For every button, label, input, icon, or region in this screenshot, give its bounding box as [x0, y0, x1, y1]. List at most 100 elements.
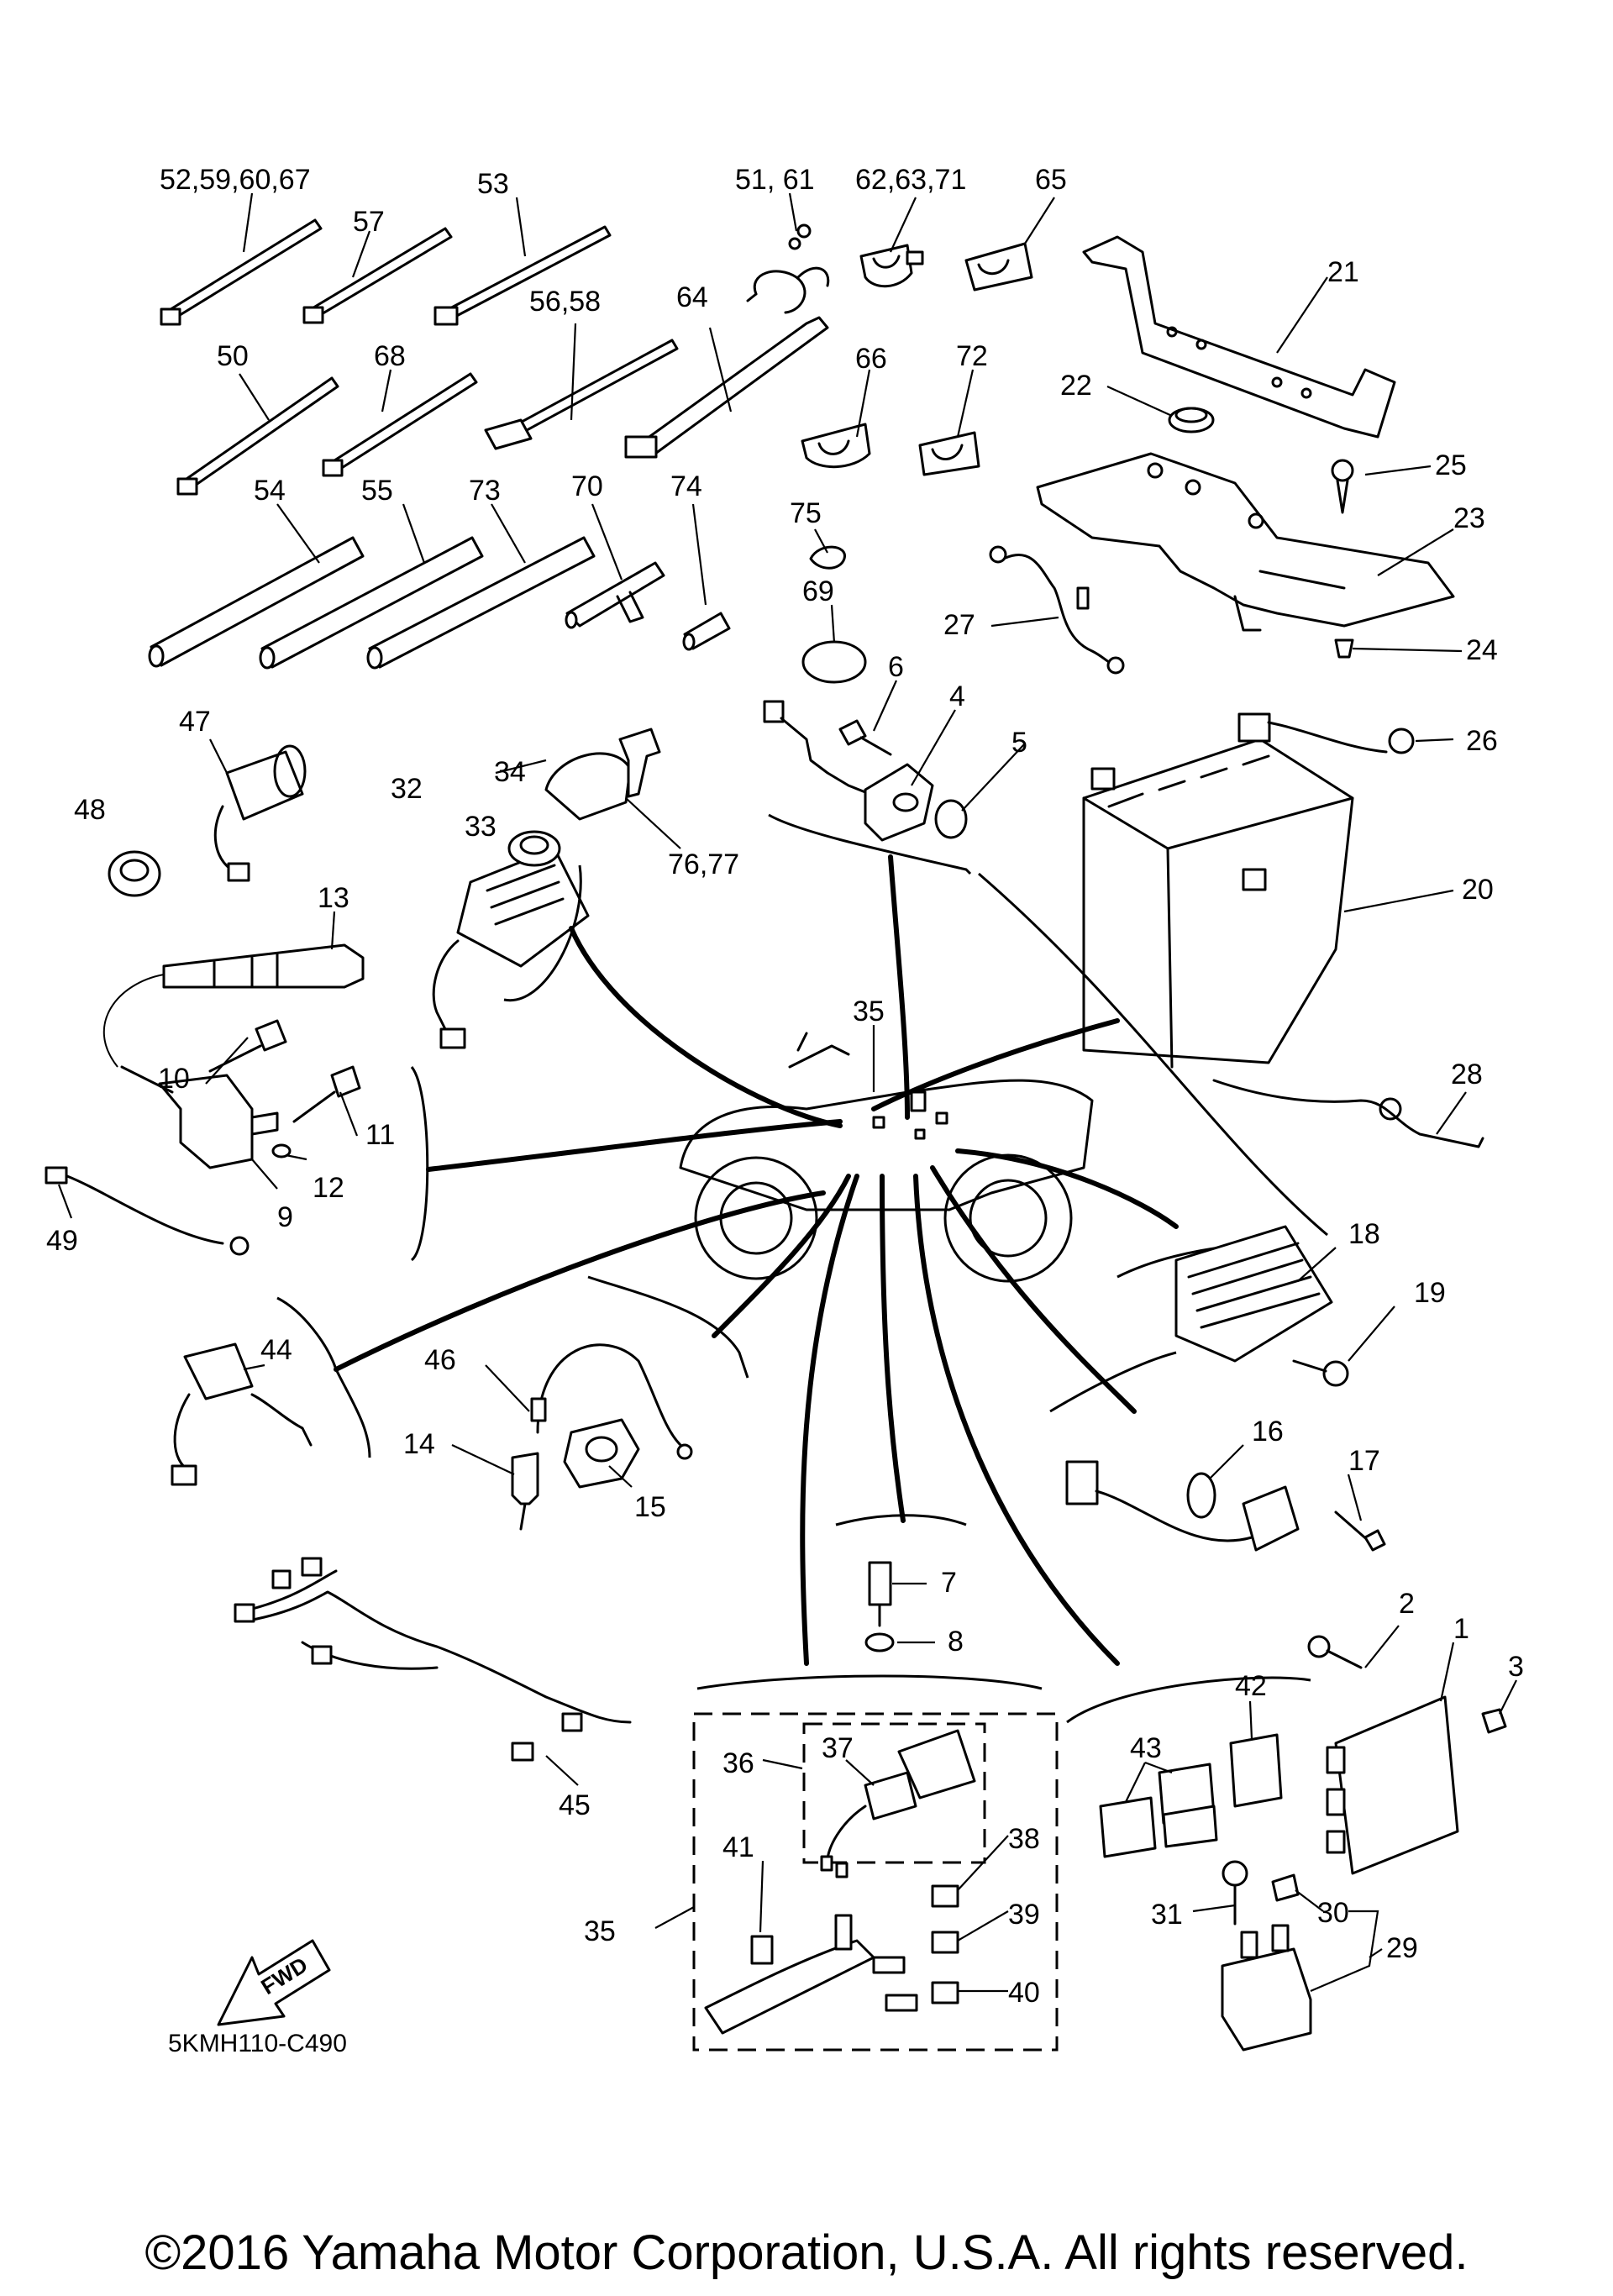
callout-7: 7: [941, 1567, 957, 1599]
bolt-19: [1292, 1359, 1349, 1387]
joint-74: [682, 612, 731, 651]
callout-33: 33: [465, 811, 497, 843]
sensor-15: [563, 1418, 640, 1489]
joint-70: [565, 561, 665, 629]
nut-33: [507, 830, 561, 867]
lead-wire-27: [989, 545, 1125, 675]
callout-70: 70: [571, 470, 603, 502]
callout-28: 28: [1451, 1059, 1483, 1090]
lead-46: [530, 1343, 693, 1460]
callout-38: 38: [1008, 1823, 1040, 1855]
callout-65: 65: [1035, 164, 1067, 196]
gasket-8: [864, 1632, 895, 1652]
callout-27: 27: [943, 609, 975, 641]
key-76-77: [618, 728, 661, 798]
callout-35-top: 35: [853, 996, 885, 1027]
ignition-coil-9: [120, 1065, 279, 1169]
fuse-box-assembly-35: [692, 1712, 1059, 2052]
callout-21: 21: [1327, 256, 1359, 288]
callout-13: 13: [318, 882, 349, 914]
clip-51-61: [746, 223, 830, 314]
callout-14: 14: [403, 1428, 435, 1460]
fuse-30: [1271, 1873, 1300, 1902]
callout-66: 66: [855, 343, 887, 375]
callout-32: 32: [391, 773, 423, 805]
callout-55: 55: [361, 475, 393, 507]
callout-50: 50: [217, 340, 249, 372]
cable-tie-50: [176, 376, 339, 496]
callout-39: 39: [1008, 1899, 1040, 1931]
copyright-notice: ©2016 Yamaha Motor Corporation, U.S.A. A…: [144, 2225, 1469, 2280]
callout-12: 12: [313, 1172, 344, 1204]
diagram-code: 5KMH110-C490: [168, 2030, 347, 2057]
cap-48: [108, 850, 161, 897]
clamp-66: [801, 423, 871, 469]
clamp-72: [918, 431, 980, 476]
switch-44: [171, 1342, 313, 1486]
bolt-31: [1222, 1860, 1248, 1926]
callout-54: 54: [254, 475, 286, 507]
bolt-10: [208, 1019, 287, 1073]
lead-wire-28: [1212, 1079, 1484, 1148]
callout-10: 10: [158, 1063, 190, 1095]
callout-17: 17: [1348, 1445, 1380, 1477]
o-ring-5: [934, 799, 968, 839]
battery-20: [1082, 738, 1354, 1069]
battery-cover-23: [1036, 452, 1455, 632]
washer-12: [271, 1143, 292, 1159]
screw-25: [1331, 459, 1354, 514]
clamp-62-63-71: [859, 244, 924, 288]
callout-56-58: 56,58: [529, 286, 601, 318]
plug-cap-13: [102, 943, 365, 1068]
callout-48: 48: [74, 794, 106, 826]
callout-53: 53: [477, 168, 509, 200]
callout-29: 29: [1386, 1932, 1418, 1964]
callout-76-77: 76,77: [668, 849, 739, 880]
callout-34: 34: [494, 756, 526, 788]
tube-73: [366, 536, 596, 670]
o-ring-16: [1186, 1472, 1216, 1519]
leader-lines: [57, 192, 1517, 1993]
callout-72: 72: [956, 340, 988, 372]
callout-35-bottom: 35: [584, 1915, 616, 1947]
callout-3: 3: [1508, 1651, 1524, 1683]
callout-49: 49: [46, 1225, 78, 1257]
callout-24: 24: [1466, 634, 1498, 666]
callout-11: 11: [365, 1119, 395, 1151]
plug-14: [511, 1452, 539, 1531]
callout-31: 31: [1151, 1899, 1183, 1931]
callout-75: 75: [790, 497, 822, 529]
callout-40: 40: [1008, 1977, 1040, 2009]
harness-leads: [334, 854, 1179, 1666]
clip-75: [809, 545, 846, 570]
callout-labels: 52,59,60,67 57 53 51, 61 62,63,71 65 21 …: [46, 164, 1524, 2009]
cable-tie-53: [433, 225, 612, 326]
callout-36: 36: [722, 1747, 754, 1779]
group-brackets: [276, 813, 1328, 1724]
key-cap-34: [544, 752, 632, 821]
callout-2: 2: [1399, 1588, 1415, 1620]
callout-5: 5: [1011, 727, 1027, 759]
callout-20: 20: [1462, 874, 1494, 906]
callout-18: 18: [1348, 1218, 1380, 1250]
callout-47: 47: [179, 706, 211, 738]
callout-51-61: 51, 61: [735, 164, 815, 196]
clip-24: [1334, 638, 1354, 659]
callout-30: 30: [1317, 1897, 1349, 1929]
grommet-22: [1168, 407, 1215, 433]
starter-relay-29: [1221, 1924, 1312, 2052]
callout-9: 9: [277, 1201, 293, 1233]
bolt-11: [292, 1065, 361, 1123]
callout-73: 73: [469, 475, 501, 507]
callout-19: 19: [1414, 1277, 1446, 1309]
callout-15: 15: [634, 1491, 666, 1523]
callout-37: 37: [822, 1732, 854, 1764]
callout-44: 44: [260, 1334, 292, 1366]
relay-43: [1099, 1763, 1218, 1858]
callout-1: 1: [1453, 1613, 1469, 1645]
callout-43: 43: [1130, 1732, 1162, 1764]
tube-54: [148, 536, 365, 668]
callout-74: 74: [670, 470, 702, 502]
callout-4: 4: [949, 680, 965, 712]
cable-tie-68: [322, 372, 478, 477]
